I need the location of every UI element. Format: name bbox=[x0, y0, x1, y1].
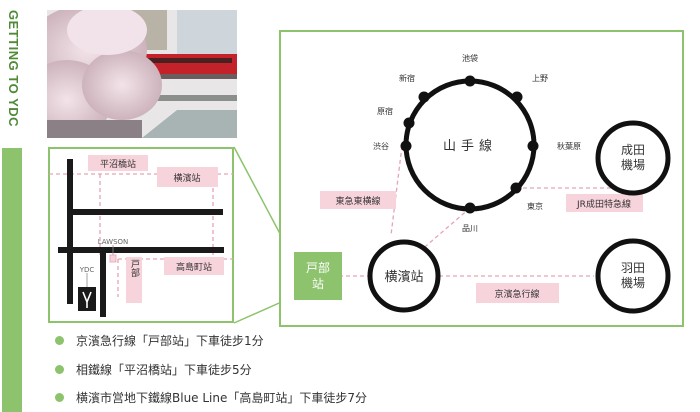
ydc-label: YDC bbox=[79, 266, 95, 274]
yokohama-label: 横濱站 bbox=[384, 270, 423, 285]
lawson-label: LAWSON bbox=[98, 238, 129, 246]
station-dot-tokyo bbox=[510, 182, 522, 194]
station-box-yokohama bbox=[157, 167, 218, 187]
bullet-icon bbox=[55, 393, 64, 402]
haneda-circle bbox=[595, 238, 671, 314]
tobe-station-box bbox=[294, 252, 342, 300]
access-note-1: 京濱急行線「戸部站」下車徒步1分 bbox=[55, 332, 264, 352]
station-dot-shinjuku bbox=[418, 91, 430, 103]
line-narita-express: JR成田特急線 bbox=[576, 198, 631, 210]
ydc-logo-icon bbox=[82, 291, 92, 308]
tobe-text-line-2: 站 bbox=[312, 277, 324, 291]
road-vertical-mid bbox=[100, 247, 106, 317]
mini-map: YDC LAWSON 平沼橋站 横濱站 高島町站 戸部 bbox=[48, 147, 234, 323]
side-bar-accent bbox=[2, 148, 22, 412]
access-note-3-text: 横濱市営地下鐵線Blue Line「高島町站」下車徒步7分 bbox=[76, 391, 368, 405]
station-shinjuku: 新宿 bbox=[399, 73, 415, 83]
haneda-text-line-1: 羽田 bbox=[621, 261, 645, 275]
station-box-hiranuma bbox=[88, 155, 148, 171]
station-tobe: 戸部 bbox=[129, 259, 140, 278]
ydc-building bbox=[78, 287, 96, 311]
side-bar-top bbox=[0, 0, 24, 148]
line-toyoko: 東急東横線 bbox=[335, 195, 380, 207]
bullet-icon bbox=[55, 365, 64, 374]
station-ikebukuro: 池袋 bbox=[462, 53, 478, 63]
road-horizontal-mid bbox=[58, 247, 224, 253]
narita-circle bbox=[595, 120, 671, 196]
access-note-1-text: 京濱急行線「戸部站」下車徒步1分 bbox=[76, 334, 264, 348]
station-tokyo: 東京 bbox=[527, 201, 543, 211]
narita-label: 成田機場 bbox=[621, 143, 645, 172]
loop-line-label: 山手線 bbox=[443, 138, 497, 154]
station-hiranuma: 平沼橋站 bbox=[100, 158, 136, 170]
station-dot-ikebukuro bbox=[464, 75, 476, 87]
station-ueno: 上野 bbox=[532, 74, 548, 83]
station-akihabara: 秋葉原 bbox=[557, 141, 581, 151]
station-takashimacho: 高島町站 bbox=[176, 261, 212, 273]
tobe-text-line-1: 戸部 bbox=[306, 260, 330, 275]
bullet-icon bbox=[55, 336, 64, 345]
narita-text-line-2: 機場 bbox=[621, 157, 645, 172]
yokohama-circle bbox=[367, 239, 441, 313]
photo-illustration bbox=[47, 10, 237, 138]
station-yokohama: 横濱站 bbox=[173, 172, 200, 184]
haneda-label: 羽田機場 bbox=[621, 261, 645, 290]
road-vertical-left bbox=[67, 159, 73, 304]
line-box-keikyu bbox=[476, 283, 559, 303]
photo-cherry-blossom bbox=[47, 10, 237, 138]
station-dot-shibuya bbox=[400, 140, 412, 152]
side-bar: GETTING TO YDC bbox=[0, 0, 24, 412]
station-harajuku: 原宿 bbox=[377, 106, 393, 116]
route-diagram: 山手線 池袋 新宿 上野 原宿 渋谷 秋葉原 東京 品川 東急東横線 JR成田特… bbox=[279, 30, 684, 327]
mini-map-svg: YDC LAWSON 平沼橋站 横濱站 高島町站 戸部 bbox=[48, 147, 234, 323]
station-shinagawa: 品川 bbox=[462, 224, 478, 233]
road-horizontal-top bbox=[67, 209, 223, 215]
page-title: GETTING TO YDC bbox=[6, 10, 21, 128]
station-dot-shinagawa bbox=[464, 202, 476, 214]
tobe-station-label: 戸部站 bbox=[306, 260, 330, 291]
station-box-takashimacho bbox=[164, 257, 224, 275]
access-note-2: 相鐵線「平沼橋站」下車徒步5分 bbox=[55, 361, 252, 381]
line-keikyu: 京濱急行線 bbox=[494, 288, 539, 300]
narita-text-line-1: 成田 bbox=[621, 143, 645, 157]
route-diagram-svg: 山手線 池袋 新宿 上野 原宿 渋谷 秋葉原 東京 品川 東急東横線 JR成田特… bbox=[279, 30, 684, 327]
station-dot-harajuku bbox=[403, 117, 415, 129]
station-dot-akihabara bbox=[527, 140, 539, 152]
station-box-tobe bbox=[126, 257, 142, 303]
access-note-2-text: 相鐵線「平沼橋站」下車徒步5分 bbox=[76, 363, 252, 377]
station-dot-ueno bbox=[511, 91, 523, 103]
haneda-text-line-2: 機場 bbox=[621, 275, 645, 290]
line-box-narita-express bbox=[566, 194, 643, 212]
access-note-3: 横濱市営地下鐵線Blue Line「高島町站」下車徒步7分 bbox=[55, 389, 367, 409]
line-box-toyoko bbox=[320, 191, 396, 209]
station-shibuya: 渋谷 bbox=[373, 141, 389, 151]
